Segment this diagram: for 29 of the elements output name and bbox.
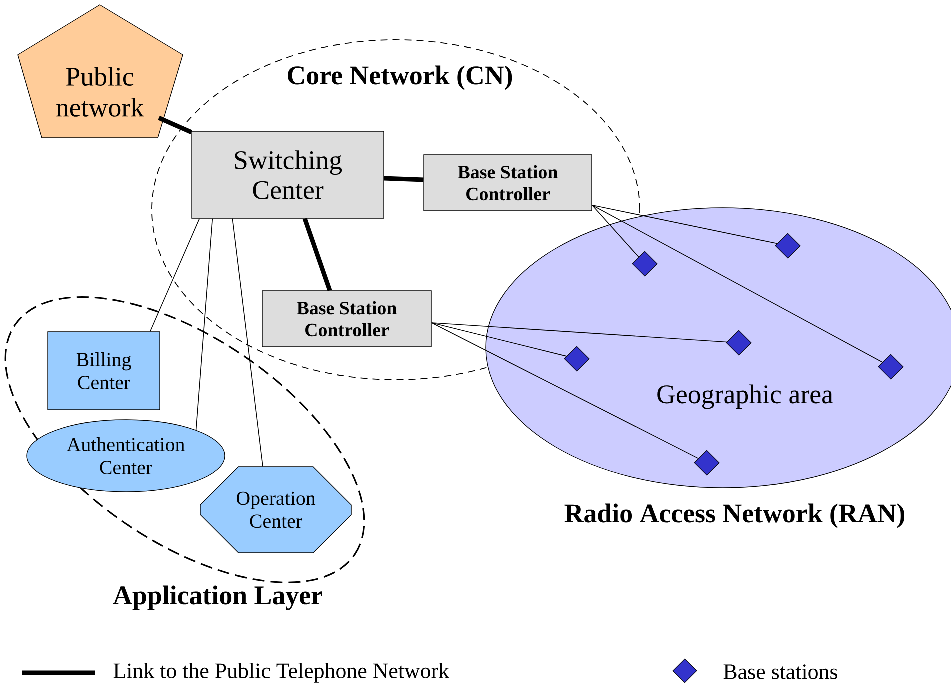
- connector-line: [431, 322, 568, 357]
- legend-text: Base stations: [724, 664, 838, 680]
- region-heading: Core Network (CN): [288, 66, 512, 90]
- connector-line: [232, 218, 264, 468]
- base-station-diamond: [726, 330, 752, 356]
- connector-line: [592, 204, 778, 244]
- link-line: [302, 218, 332, 292]
- legend-text: Link to the Public Telephone Network: [114, 663, 450, 683]
- process-box: Base Station Controller: [262, 290, 432, 348]
- process-box: Switching Center: [192, 131, 384, 219]
- link-line: [158, 116, 193, 135]
- base-station-diamond: [694, 450, 720, 476]
- region-heading: Application Layer: [113, 586, 322, 610]
- base-station-diamond: [564, 346, 590, 372]
- region-heading: Radio Access Network (RAN): [564, 504, 904, 528]
- process-octagon: Operation Center: [200, 466, 352, 554]
- connector-line: [431, 322, 728, 343]
- base-station-diamond: [632, 251, 658, 277]
- base-station-diamond: [878, 354, 904, 380]
- process-box: Base Station Controller: [424, 154, 592, 212]
- connector-line: [592, 204, 640, 258]
- connector-line: [431, 322, 699, 460]
- connector-line: [592, 204, 884, 363]
- process-box: Billing Center: [48, 332, 160, 410]
- connector-line: [150, 218, 200, 332]
- connector-line: [196, 218, 214, 431]
- link-line: [384, 176, 424, 182]
- network-pentagon: Public network: [18, 4, 184, 138]
- base-station-diamond: [775, 233, 801, 259]
